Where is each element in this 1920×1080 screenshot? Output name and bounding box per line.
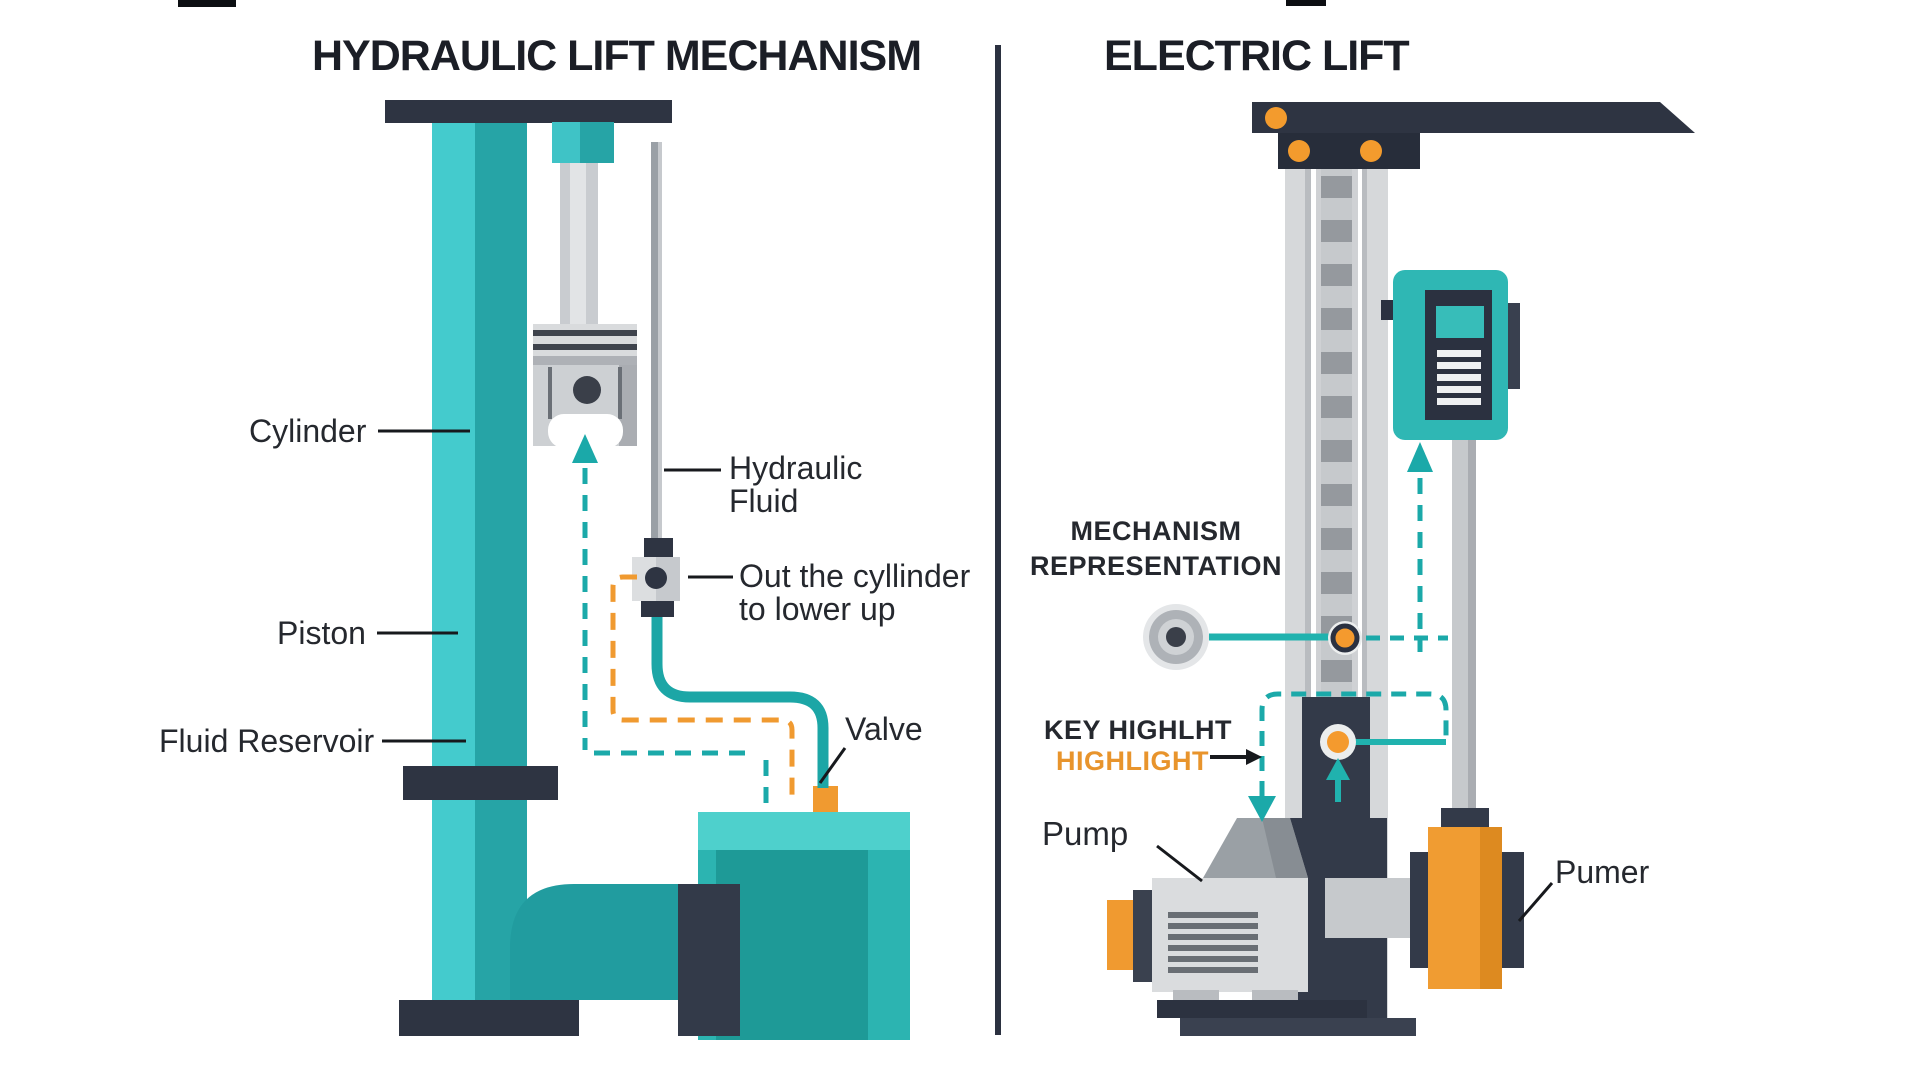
piston-rod bbox=[560, 163, 598, 325]
key-highlight-pointer bbox=[1210, 749, 1262, 765]
valve-block bbox=[632, 538, 680, 617]
label-pumer: Pumer bbox=[1555, 854, 1650, 890]
label-piston: Piston bbox=[277, 615, 366, 651]
label-valve: Valve bbox=[845, 711, 923, 747]
pumer-unit bbox=[1410, 437, 1524, 989]
leader-lines-left bbox=[377, 429, 847, 784]
down-arrowhead-icon bbox=[1248, 796, 1276, 822]
platform-rivet-icon bbox=[1288, 140, 1310, 162]
label-mechanism-line1: MECHANISM bbox=[1070, 516, 1242, 546]
lift-platform bbox=[1252, 102, 1695, 169]
control-screen bbox=[1436, 306, 1484, 338]
piston-skirt-notch bbox=[548, 414, 623, 448]
highlight-link-2 bbox=[1320, 724, 1446, 802]
label-mechanism-line2: REPRESENTATION bbox=[1029, 551, 1283, 581]
label-out-cylinder-line2: to lower up bbox=[739, 591, 896, 627]
label-out-cylinder-line1: Out the cyllinder bbox=[739, 558, 971, 594]
label-fluid-reservoir: Fluid Reservoir bbox=[159, 723, 375, 759]
electric-lift-illustration bbox=[1107, 102, 1695, 1036]
flow-path-teal bbox=[572, 434, 769, 806]
piston-pin bbox=[573, 376, 601, 404]
control-box-arrow bbox=[1407, 442, 1433, 652]
label-out-cylinder: Out the cyllinder to lower up bbox=[739, 560, 970, 626]
highlight-link-1 bbox=[1209, 621, 1448, 655]
hydraulic-lift-illustration bbox=[377, 100, 910, 1040]
hydraulic-fluid-rod bbox=[651, 142, 662, 540]
right-arrowhead-icon bbox=[1246, 749, 1262, 765]
title-electric-lift: ELECTRIC LIFT bbox=[1104, 32, 1410, 80]
dashed-highlight-box bbox=[1248, 691, 1449, 822]
label-hydraulic-fluid-line1: Hydraulic bbox=[729, 450, 863, 486]
mechanism-knob bbox=[1143, 604, 1209, 670]
up-arrowhead-icon bbox=[572, 434, 598, 463]
reservoir-valve-nub bbox=[813, 786, 838, 812]
pump-unit bbox=[1107, 818, 1308, 1000]
pipe-collar-lower bbox=[399, 1000, 579, 1036]
base-plates bbox=[1157, 1000, 1416, 1036]
label-hydraulic-fluid-line2: Fluid bbox=[729, 483, 799, 519]
lift-top-cap bbox=[385, 100, 672, 123]
pump-vents bbox=[1168, 912, 1258, 973]
control-box bbox=[1381, 270, 1520, 440]
flow-path-orange bbox=[610, 574, 795, 804]
fluid-reservoir-tank bbox=[698, 812, 910, 1040]
label-hydraulic-fluid: Hydraulic Fluid bbox=[729, 452, 862, 518]
label-key-highlight-line1: KEY HIGHLHT bbox=[1043, 715, 1232, 745]
elbow-pipe bbox=[510, 884, 686, 1000]
highlight-dot-1 bbox=[1330, 623, 1360, 653]
valve-bolt bbox=[645, 567, 667, 589]
label-key-highlight-line2: HIGHLIGHT bbox=[1056, 746, 1209, 776]
piston-assembly bbox=[533, 122, 637, 448]
top-edge-artifacts bbox=[178, 0, 1326, 7]
control-vents bbox=[1437, 350, 1481, 405]
panel-divider bbox=[995, 45, 1001, 1035]
highlight-dot-2 bbox=[1327, 731, 1349, 753]
piston-head bbox=[533, 324, 637, 448]
platform-rivet-icon bbox=[1360, 140, 1382, 162]
valve-pipe bbox=[651, 616, 829, 788]
label-mechanism-representation: MECHANISM REPRESENTATION bbox=[1020, 514, 1292, 584]
title-hydraulic-lift: HYDRAULIC LIFT MECHANISM bbox=[312, 32, 922, 80]
leader-lines-right bbox=[1156, 844, 1554, 922]
cylinder-column bbox=[432, 123, 527, 1002]
carriage-arm bbox=[1325, 878, 1412, 938]
label-pump: Pump bbox=[1042, 815, 1129, 852]
pipe-collar-upper bbox=[403, 766, 558, 800]
label-cylinder: Cylinder bbox=[249, 413, 367, 449]
up-arrowhead-icon bbox=[1326, 758, 1350, 780]
platform-rivet-icon bbox=[1265, 107, 1287, 129]
reservoir-flange bbox=[678, 884, 740, 1036]
